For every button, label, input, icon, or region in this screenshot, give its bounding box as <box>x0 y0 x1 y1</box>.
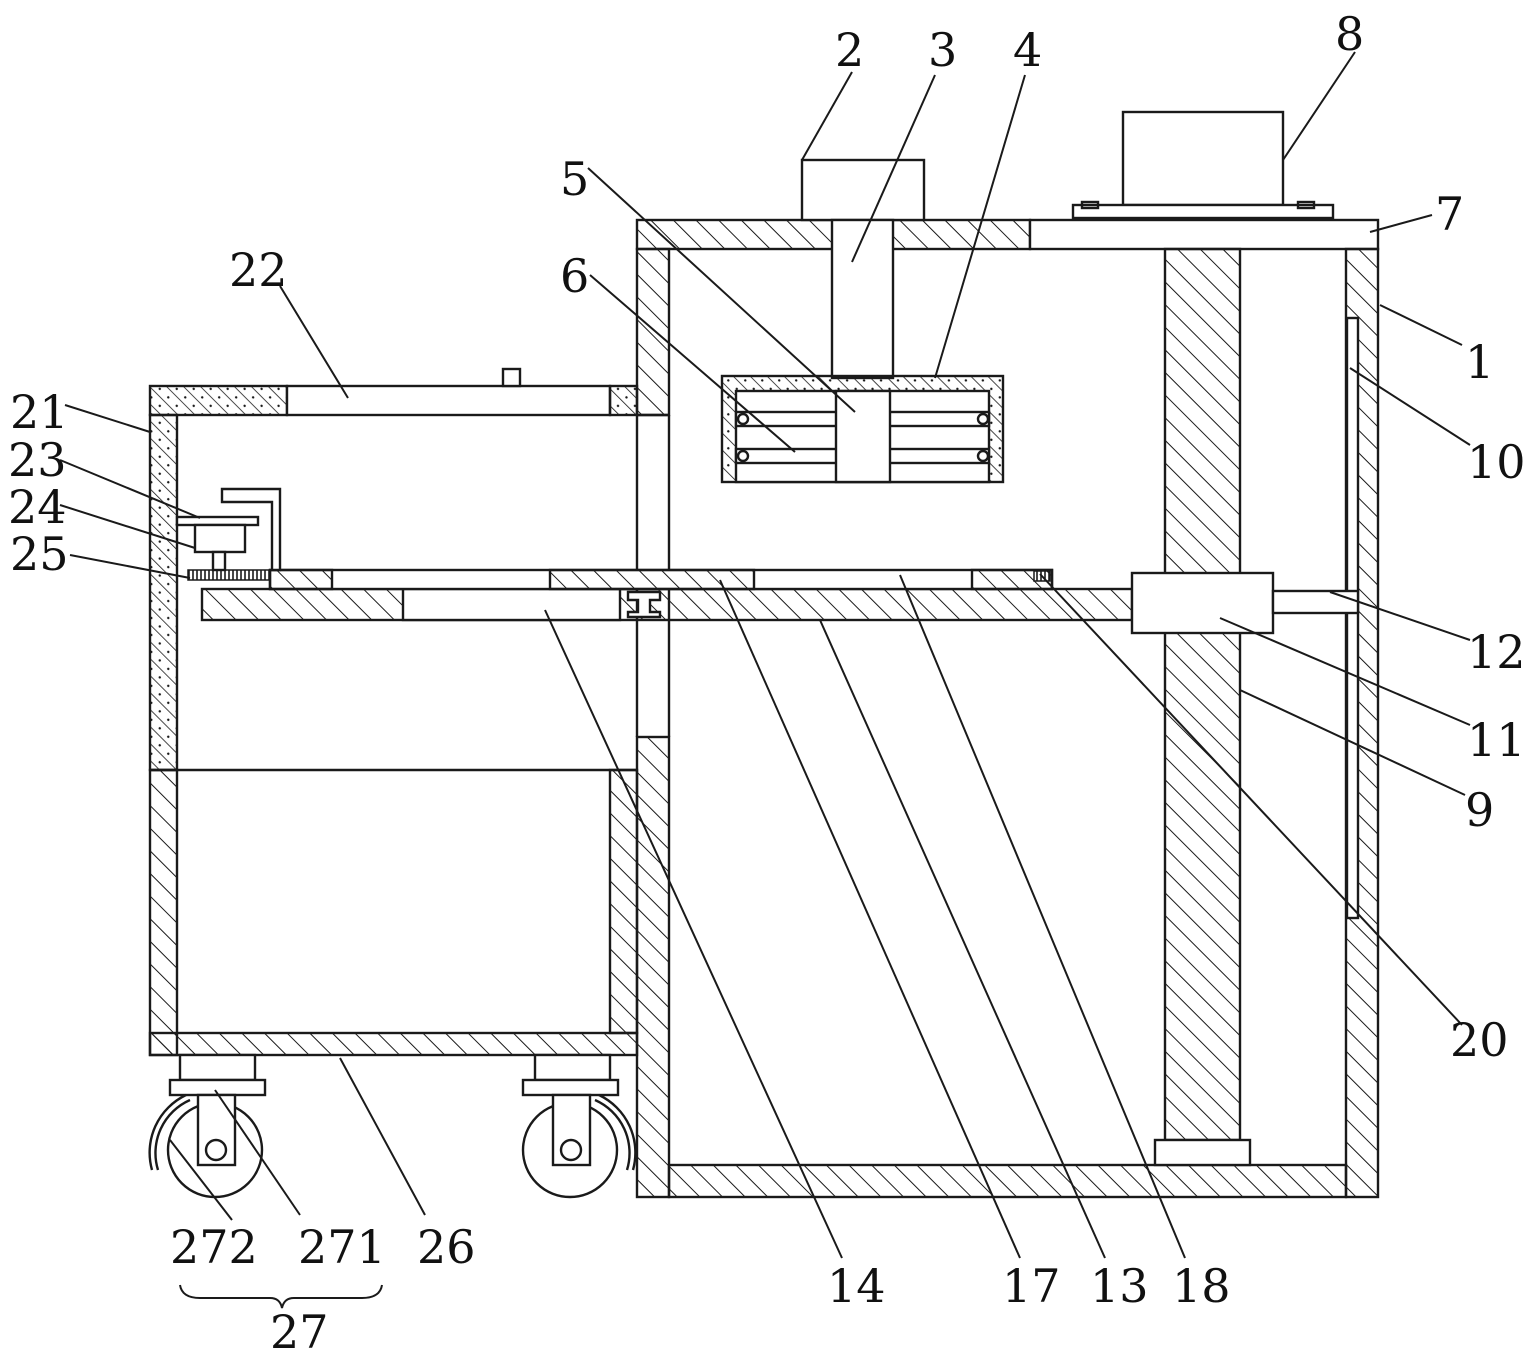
slider-5 <box>836 391 890 482</box>
left-cabinet <box>150 369 637 1055</box>
turntable-17 <box>270 570 1052 589</box>
label-18: 18 <box>1172 1259 1231 1313</box>
wall-21 <box>150 415 177 770</box>
label-27: 27 <box>270 1305 329 1359</box>
rod-12 <box>1273 591 1358 613</box>
slide-block-11 <box>1132 573 1273 633</box>
caster-left <box>150 1055 265 1197</box>
caster-right <box>523 1055 635 1197</box>
label-20: 20 <box>1450 1013 1509 1067</box>
label-6: 6 <box>560 249 589 303</box>
motor-24 <box>195 525 245 552</box>
label-12: 12 <box>1467 625 1526 679</box>
label-21: 21 <box>10 385 69 439</box>
top-plate-7 <box>1030 220 1378 249</box>
knob <box>503 369 520 386</box>
motor-8 <box>1073 112 1333 218</box>
motor-2 <box>802 160 924 220</box>
label-5: 5 <box>560 152 589 206</box>
box-4 <box>722 376 1003 482</box>
opening-14 <box>403 589 620 620</box>
label-14: 14 <box>827 1259 886 1313</box>
label-9: 9 <box>1465 783 1494 837</box>
label-22: 22 <box>229 243 288 297</box>
label-24: 24 <box>8 480 67 534</box>
bottom-26 <box>150 1033 637 1055</box>
plate-23 <box>177 517 258 525</box>
label-25: 25 <box>10 527 69 581</box>
label-2: 2 <box>835 23 864 77</box>
label-7: 7 <box>1435 187 1464 241</box>
plate-13 <box>202 589 1132 620</box>
label-271: 271 <box>298 1220 386 1274</box>
label-3: 3 <box>928 23 957 77</box>
shaft-3 <box>832 220 893 378</box>
label-11: 11 <box>1467 713 1526 767</box>
lead-screw-9 <box>1165 249 1240 1140</box>
label-4: 4 <box>1013 23 1042 77</box>
label-1: 1 <box>1465 335 1494 389</box>
label-8: 8 <box>1335 7 1364 61</box>
gear-25 <box>188 570 270 580</box>
main-housing <box>637 220 1378 1197</box>
screw-base <box>1155 1140 1250 1165</box>
label-26: 26 <box>417 1220 476 1274</box>
label-272: 272 <box>170 1220 258 1274</box>
label-17: 17 <box>1002 1259 1061 1313</box>
guide-rail-10 <box>1347 318 1358 918</box>
label-23: 23 <box>8 433 67 487</box>
label-13: 13 <box>1090 1259 1149 1313</box>
drive-assembly <box>177 489 280 580</box>
lid-22 <box>287 386 610 415</box>
label-10: 10 <box>1467 435 1526 489</box>
